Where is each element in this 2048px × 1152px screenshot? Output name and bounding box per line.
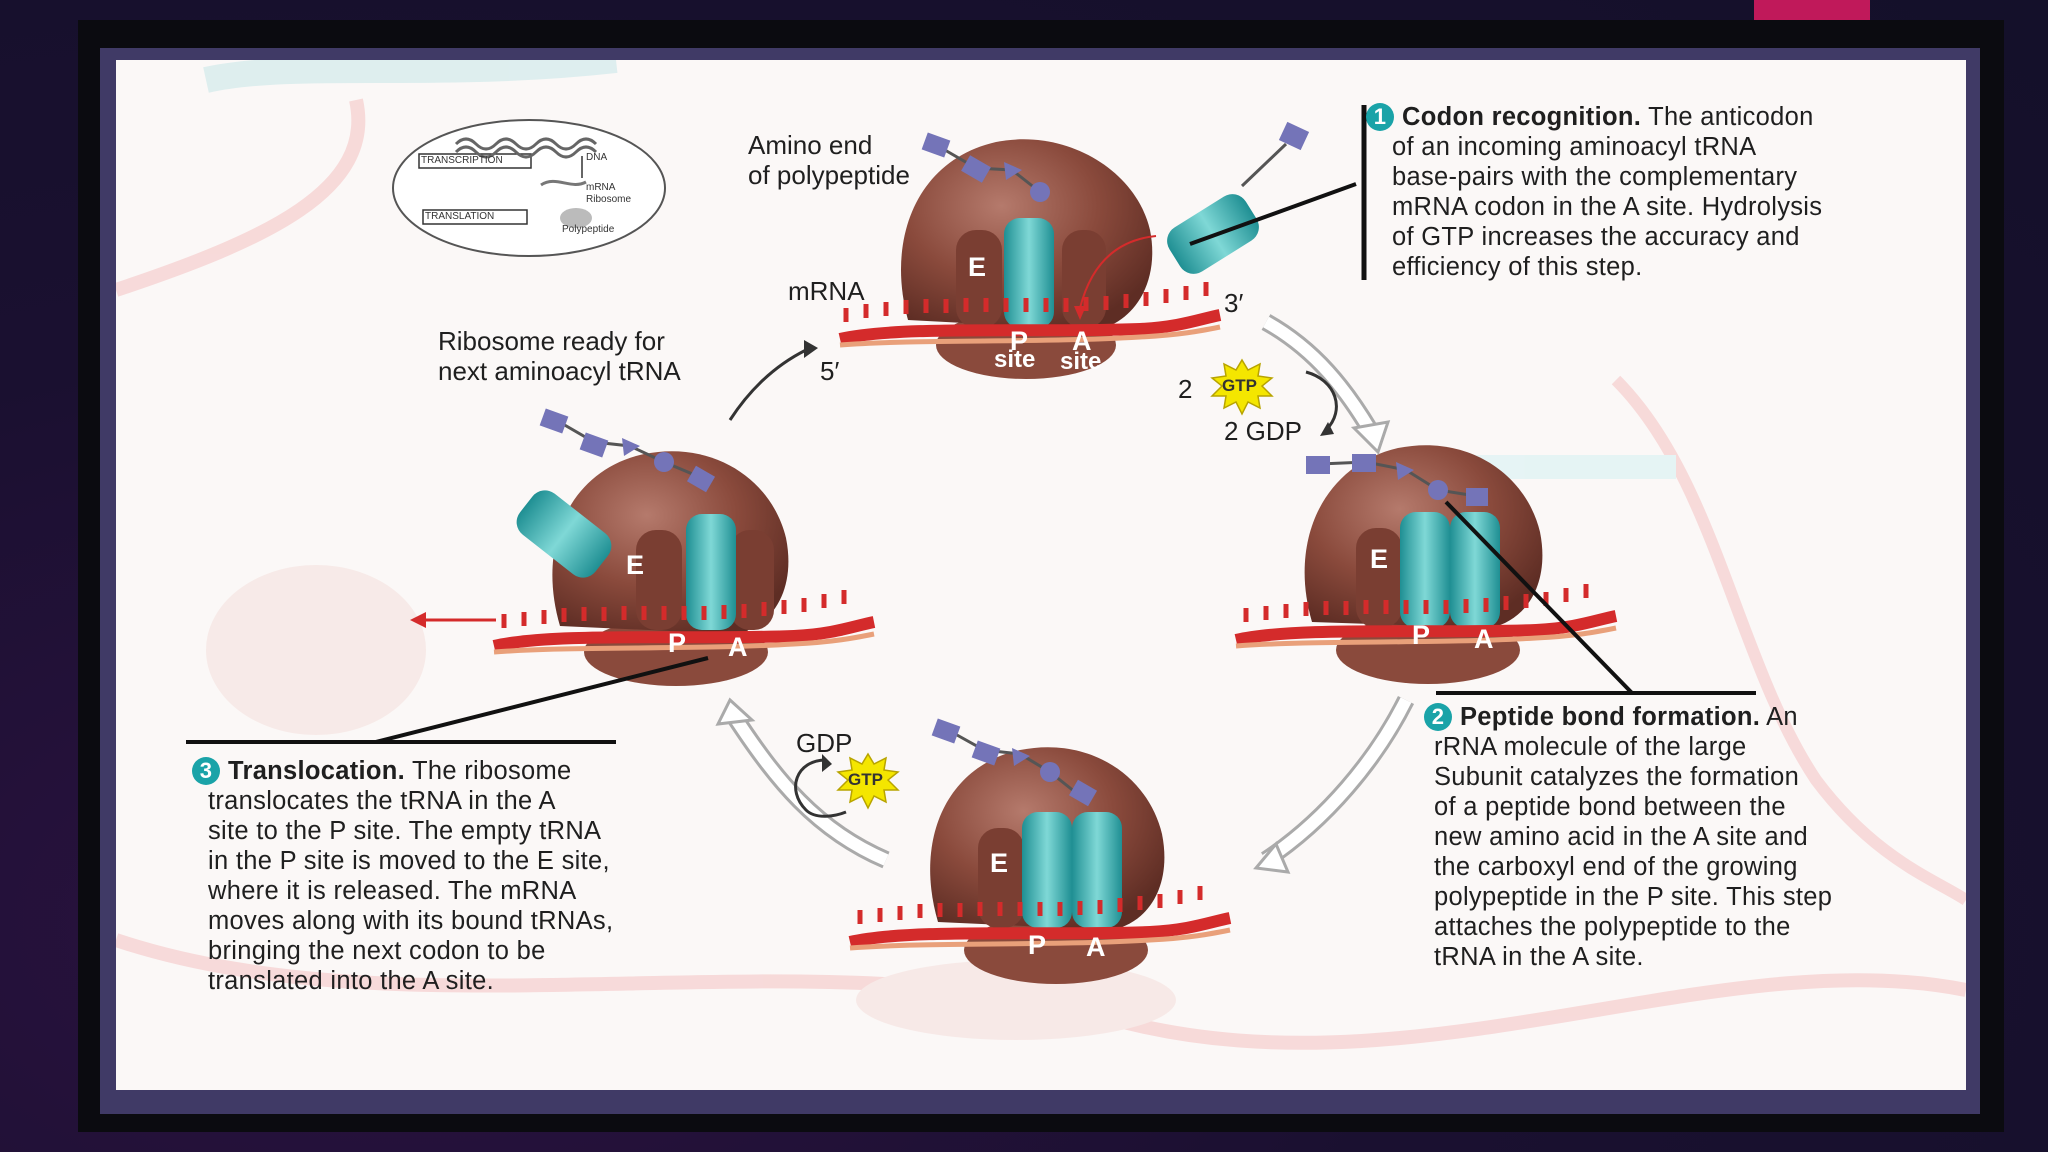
step2-line8: attaches the polypeptide to the: [1434, 913, 1791, 941]
inset-polypeptide-label: Polypeptide: [562, 224, 615, 235]
step2-line4: of a peptide bond between the: [1434, 793, 1786, 821]
mrna-label: mRNA: [788, 276, 865, 306]
step3-line5: where it is released. The mRNA: [208, 877, 577, 905]
slide: TRANSCRIPTION TRANSLATION DNA mRNA Ribos…: [116, 60, 1966, 1090]
gtp-burst-bottom: [836, 752, 900, 810]
step2-line3: Subunit catalyzes the formation: [1434, 763, 1800, 791]
p-site-top: P: [1010, 326, 1029, 356]
step2-line5: new amino acid in the A site and: [1434, 823, 1808, 851]
step2-line2: rRNA molecule of the large: [1434, 733, 1747, 761]
step2-line1: An: [1766, 703, 1798, 731]
a-site-left: A: [728, 632, 748, 662]
ribosome-right: [1236, 445, 1756, 695]
inset-ribosome-label: Ribosome: [586, 194, 632, 205]
gtp-label-bottom: GTP: [848, 770, 883, 789]
inset-transcription-label: TRANSCRIPTION: [421, 155, 503, 166]
step3-line8: translated into the A site.: [208, 967, 494, 995]
gtp-count-label: 2: [1178, 374, 1193, 404]
two-gdp-label: 2 GDP: [1224, 416, 1303, 446]
gtp-burst-top: [1210, 358, 1274, 416]
step1-text: 1 Codon recognition. The anticodon of an …: [1366, 102, 1946, 282]
gdp-label: GDP: [796, 728, 853, 758]
step3-text: 3 Translocation. The ribosome translocate…: [192, 756, 752, 996]
step1-title: Codon recognition.: [1402, 103, 1642, 131]
a-site-top: A: [1072, 326, 1092, 356]
ribosome-bottom: [850, 718, 1230, 984]
step2-title: Peptide bond formation.: [1460, 703, 1761, 731]
step1-line3: base-pairs with the complementary: [1392, 163, 1798, 191]
step1-line4: mRNA codon in the A site. Hydrolysis: [1392, 193, 1823, 221]
amino-end-label-line1: Amino end: [748, 130, 873, 160]
inset-mrna-label: mRNA: [586, 182, 616, 193]
e-site-top: E: [968, 252, 987, 282]
step1-line6: efficiency of this step.: [1392, 253, 1643, 281]
e-site-right: E: [1370, 544, 1389, 574]
ribosome-ready-label-line1: Ribosome ready for: [438, 326, 665, 356]
a-site-word-top: site: [1060, 348, 1102, 375]
step1-line5: of GTP increases the accuracy and: [1392, 223, 1800, 251]
ribosome-ready-label-line2: next aminoacyl tRNA: [438, 356, 681, 386]
overview-inset: [392, 119, 666, 257]
gtp-label-top: GTP: [1222, 376, 1257, 395]
step3-line6: moves along with its bound tRNAs,: [208, 907, 614, 935]
p-site-word-top: site: [994, 346, 1036, 373]
step2-text: 2 Peptide bond formation. An rRNA molecul…: [1424, 702, 1964, 972]
inset-translation-label: TRANSLATION: [425, 211, 495, 222]
five-prime-label: 5′: [820, 356, 840, 386]
step3-number: 3: [192, 757, 220, 785]
ribosome-left: [186, 408, 874, 744]
step3-line4: in the P site is moved to the E site,: [208, 847, 610, 875]
three-prime-label: 3′: [1224, 288, 1244, 318]
inset-dna-label: DNA: [586, 152, 608, 163]
step3-line7: bringing the next codon to be: [208, 937, 546, 965]
cycle-arrows: [715, 314, 1415, 874]
step2-number: 2: [1424, 703, 1452, 731]
p-site-left: P: [668, 628, 687, 658]
step3-line1: The ribosome: [412, 757, 572, 785]
p-site-right: P: [1412, 620, 1431, 650]
e-site-left: E: [626, 550, 645, 580]
step3-line2: translocates the tRNA in the A: [208, 787, 556, 815]
step2-line7: polypeptide in the P site. This step: [1434, 883, 1833, 911]
amino-end-label-line2: of polypeptide: [748, 160, 910, 190]
translation-cycle-diagram: [116, 60, 1966, 1050]
e-site-bottom: E: [990, 848, 1009, 878]
step2-line6: the carboxyl end of the growing: [1434, 853, 1798, 881]
step2-line9: tRNA in the A site.: [1434, 943, 1644, 971]
p-site-bottom: P: [1028, 930, 1047, 960]
ribosome-top: [840, 105, 1367, 379]
background-decoration: [116, 60, 1966, 1050]
step1-number: 1: [1366, 103, 1394, 131]
a-site-right: A: [1474, 624, 1494, 654]
step3-title: Translocation.: [228, 757, 406, 785]
step3-line3: site to the P site. The empty tRNA: [208, 817, 602, 845]
a-site-bottom: A: [1086, 932, 1106, 962]
step1-line2: of an incoming aminoacyl tRNA: [1392, 133, 1757, 161]
step1-line1: The anticodon: [1648, 103, 1814, 131]
